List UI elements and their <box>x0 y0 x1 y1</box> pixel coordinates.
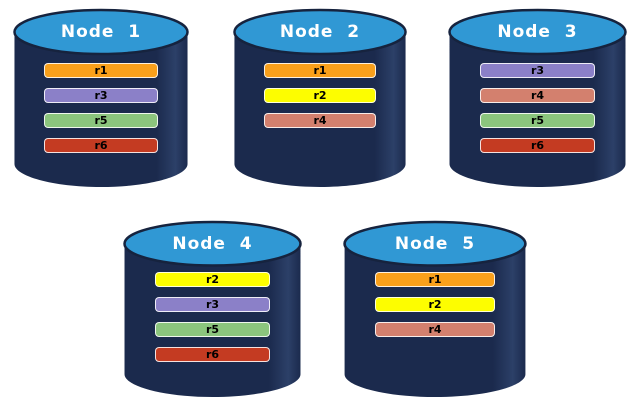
replica-bar: r5 <box>154 322 271 337</box>
replica-bar: r1 <box>263 63 377 78</box>
replica-bar: r3 <box>44 88 158 103</box>
replica-bar: r4 <box>375 322 495 337</box>
cylinder-top <box>448 8 627 56</box>
replica-list: r2 r3 r5 r6 <box>154 272 271 362</box>
node-title: Node 1 <box>60 22 142 42</box>
replica-bar: r2 <box>154 272 271 287</box>
replica-bar: r4 <box>479 88 596 103</box>
replica-list: r3 r4 r5 r6 <box>479 63 596 153</box>
cylinder-top <box>13 8 189 56</box>
replica-bar: r3 <box>479 63 596 78</box>
replica-bar: r1 <box>44 63 158 78</box>
node-title: Node 4 <box>172 234 253 254</box>
replica-bar: r5 <box>44 113 158 128</box>
cylinder-top <box>123 220 302 267</box>
replica-bar: r4 <box>263 113 377 128</box>
node-title: Node 5 <box>394 234 476 254</box>
replica-bar: r2 <box>263 88 377 103</box>
replica-bar: r5 <box>479 113 596 128</box>
node-cylinder-2: Node 2 r1 r2 r4 <box>232 8 408 188</box>
replica-list: r1 r3 r5 r6 <box>44 63 158 153</box>
node-cylinder-4: Node 4 r2 r3 r5 r6 <box>122 220 303 398</box>
replica-bar: r3 <box>154 297 271 312</box>
replica-list: r1 r2 r4 <box>263 63 377 128</box>
node-cylinder-3: Node 3 r3 r4 r5 r6 <box>447 8 628 188</box>
node-title: Node 3 <box>497 22 578 42</box>
replica-bar: r2 <box>375 297 495 312</box>
node-title: Node 2 <box>279 22 361 42</box>
node-cylinder-5: Node 5 r1 r2 r4 <box>342 220 528 398</box>
cylinder-top <box>233 8 407 56</box>
replica-bar: r1 <box>375 272 495 287</box>
replica-list: r1 r2 r4 <box>375 272 495 337</box>
node-cylinder-1: Node 1 r1 r3 r5 r6 <box>12 8 190 188</box>
replica-bar: r6 <box>479 138 596 153</box>
replica-bar: r6 <box>154 347 271 362</box>
replica-bar: r6 <box>44 138 158 153</box>
cylinder-top <box>343 220 527 267</box>
